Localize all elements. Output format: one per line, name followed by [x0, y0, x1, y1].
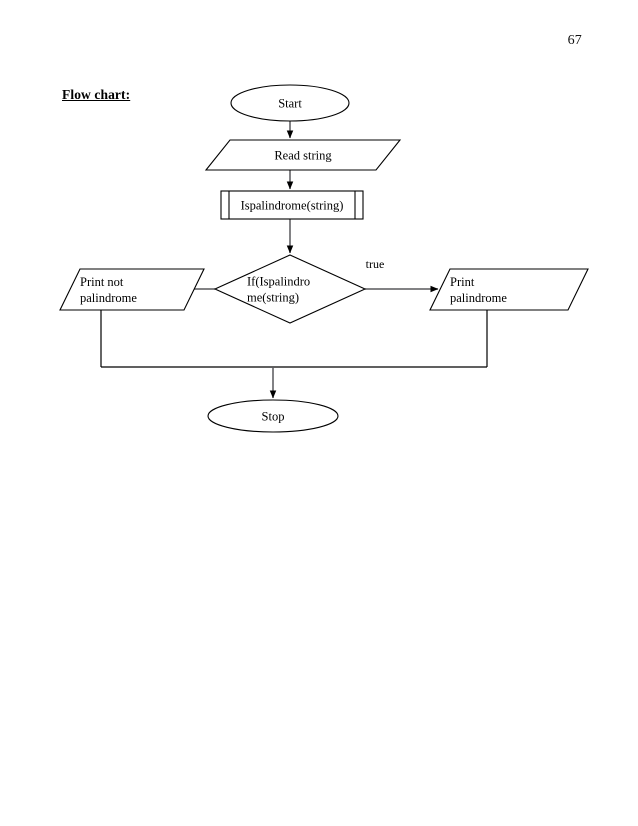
node-label-print-not-palindrome: palindrome — [80, 291, 137, 305]
node-label-stop: Stop — [262, 410, 285, 424]
node-label-print-not-palindrome: Print not — [80, 275, 124, 289]
node-process-box — [220, 190, 364, 220]
flowchart-node-read-string[interactable]: Read string — [204, 139, 402, 171]
node-label-ispalindrome-call: Ispalindrome(string) — [241, 199, 344, 213]
flowchart-node-stop[interactable]: Stop — [207, 399, 339, 433]
flowchart-node-start[interactable]: Start — [230, 84, 350, 122]
node-label-print-palindrome: Print — [450, 275, 475, 289]
node-label-print-palindrome: palindrome — [450, 291, 507, 305]
section-label: Flow chart: — [62, 87, 131, 102]
flowchart-node-ispalindrome-call[interactable]: Ispalindrome(string) — [220, 190, 364, 220]
node-parallelogram — [429, 268, 589, 311]
flowchart-edges: true — [100, 121, 488, 399]
flowchart-node-if-ispalindrome[interactable]: If(Ispalindro me(string) — [213, 254, 367, 324]
node-diamond — [213, 254, 367, 324]
node-parallelogram — [59, 268, 205, 311]
node-ellipse — [230, 84, 350, 122]
node-label-if-ispalindrome: me(string) — [247, 291, 299, 305]
page-number: 67 — [567, 33, 582, 48]
flowchart-edge-decision-to-print-yes: true — [365, 257, 439, 293]
edge-label-decision-to-print-yes: true — [366, 257, 385, 271]
flowchart-node-print-not-palindrome[interactable]: Print not palindrome — [59, 268, 205, 311]
node-ellipse — [207, 399, 339, 433]
node-label-if-ispalindrome: If(Ispalindro — [247, 275, 310, 289]
node-label-read-string: Read string — [274, 149, 332, 163]
node-parallelogram — [204, 139, 402, 171]
node-label-start: Start — [278, 97, 302, 111]
flowchart-node-print-palindrome[interactable]: Print palindrome — [429, 268, 589, 311]
